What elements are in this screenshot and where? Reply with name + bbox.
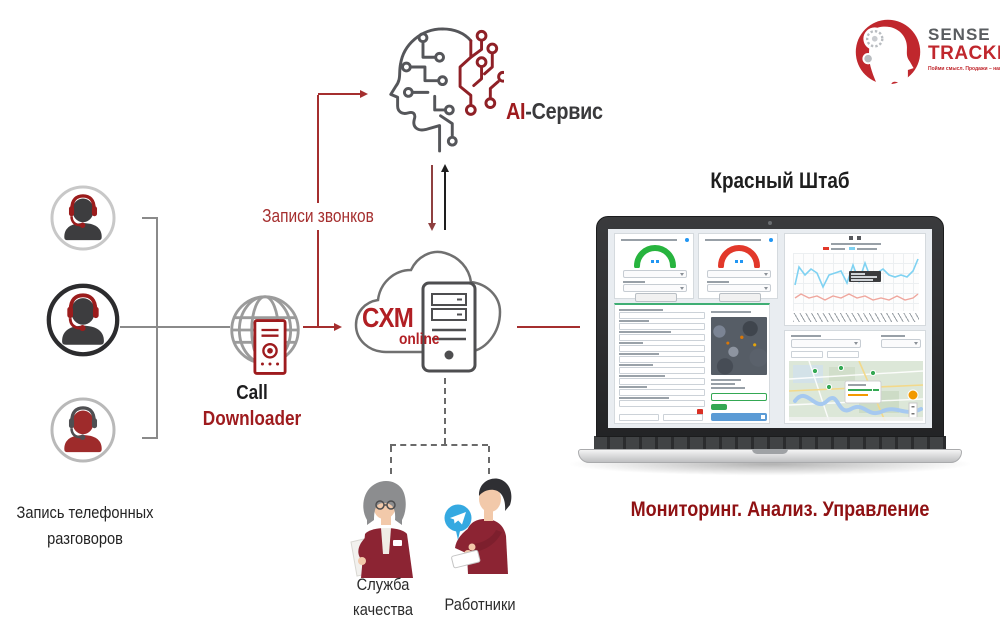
line-chart-panel — [784, 233, 926, 326]
laptop-keyboard — [594, 436, 946, 452]
form-row — [619, 309, 707, 320]
select-field — [623, 270, 687, 278]
arrowhead-to-cloud — [334, 322, 342, 331]
ai-up-arrowhead — [441, 164, 449, 172]
interaction-form-panel — [614, 303, 770, 424]
telegram-icon — [444, 504, 472, 540]
info-icon — [769, 238, 773, 242]
dashed-line-main — [444, 378, 446, 444]
legend-swatch-red — [823, 247, 829, 250]
ai-down-arrow-line — [431, 165, 433, 223]
filter-input — [827, 351, 859, 358]
quality-team-label: Служба качества — [340, 572, 426, 622]
ai-service-label-rest: -Сервис — [525, 98, 603, 124]
call-downloader-label-line2: Downloader — [202, 408, 302, 430]
info-icon — [685, 238, 689, 242]
form-row — [619, 364, 707, 375]
laptop-webcam-icon — [768, 221, 772, 225]
legend-swatch-blue — [849, 247, 855, 250]
dashboard-caption: Мониторинг. Анализ. Управление — [630, 498, 930, 521]
cloud-to-laptop-line — [517, 326, 580, 328]
gauge-card-negative — [698, 233, 778, 302]
ai-down-arrowhead — [428, 223, 436, 231]
records-flow-line-top — [318, 93, 360, 95]
chart-lines — [794, 258, 919, 301]
map-panel — [784, 330, 926, 424]
form-row — [619, 342, 707, 353]
records-flow-line-lower — [317, 230, 319, 327]
operator-icon-3 — [50, 397, 116, 463]
interval-select — [881, 339, 921, 348]
gauge-red — [718, 245, 760, 268]
operator-icon-2 — [46, 283, 120, 357]
logo-word-top: SENSE — [928, 25, 991, 44]
ai-service-label: AI-Сервис — [506, 98, 603, 125]
filter-input — [791, 351, 823, 358]
form-input — [663, 414, 703, 421]
details-button — [719, 293, 761, 302]
chart-plot-area — [793, 253, 919, 311]
chart-x-labels — [793, 313, 919, 322]
incident-photo — [711, 317, 767, 375]
downloader-to-cloud-line — [303, 326, 334, 328]
dashed-line-left — [390, 446, 392, 474]
records-label: Записи звонков — [262, 206, 374, 226]
ai-up-arrow-line — [444, 172, 446, 230]
staff-person-illustration — [451, 478, 512, 574]
form-input — [619, 414, 659, 421]
sense-tracker-logo-icon — [855, 19, 921, 88]
quality-team-label-line2: качества — [352, 600, 414, 619]
action-bar-blue — [711, 413, 767, 421]
dashboard-title: Красный Штаб — [710, 168, 850, 193]
select-field — [707, 284, 771, 292]
bracket-bottom-stub — [142, 437, 157, 439]
select-field — [707, 270, 771, 278]
staff-label: Работники — [444, 595, 516, 614]
server-icon — [421, 281, 477, 373]
form-row — [619, 320, 707, 331]
map-view — [789, 361, 923, 421]
logo-word-bottom: TRACKER — [928, 43, 1000, 64]
form-row — [619, 386, 707, 397]
gauge-card-positive — [614, 233, 694, 302]
bracket-top-stub — [142, 217, 157, 219]
form-row — [619, 331, 707, 342]
call-downloader-label-line1: Call — [236, 382, 268, 404]
date-range-field — [791, 339, 861, 348]
operator-icon-1 — [50, 185, 116, 251]
records-flow-line-upper — [317, 95, 319, 203]
gauge-green — [634, 245, 676, 268]
form-row — [619, 353, 707, 364]
alert-indicator — [697, 409, 703, 415]
cxm-online-label: online — [399, 331, 440, 348]
status-badge-green — [711, 404, 727, 410]
cxm-brand-label: CXM — [362, 302, 414, 333]
bracket-middle-line — [120, 326, 230, 328]
comment-input — [711, 393, 767, 401]
operators-caption: Запись телефонных разговоров — [16, 500, 154, 552]
select-field — [623, 284, 687, 292]
laptop-lid-notch — [752, 449, 788, 454]
operators-caption-line1: Запись телефонных — [16, 503, 154, 522]
call-record-document-icon — [253, 319, 287, 375]
quality-person-illustration — [350, 480, 413, 578]
operators-caption-line2: разговоров — [47, 529, 123, 548]
laptop-display — [608, 229, 932, 428]
dashed-line-horizontal — [390, 444, 488, 446]
logo-tagline: Пойми смысл. Продажи – наверняка — [928, 66, 1000, 72]
ai-service-label-accent: AI — [506, 98, 526, 124]
details-button — [635, 293, 677, 302]
form-row — [619, 375, 707, 386]
sense-tracker-logo: SENSE TRACKER Пойми смысл. Продажи – нав… — [850, 14, 1000, 88]
ai-brain-icon — [389, 27, 504, 153]
arrowhead-to-ai — [360, 89, 368, 98]
quality-team-label-line1: Служба — [356, 575, 410, 594]
dashed-line-right — [488, 446, 490, 474]
form-row — [619, 397, 707, 408]
bracket-vertical-line — [156, 217, 158, 439]
chart-tooltip — [849, 271, 881, 282]
